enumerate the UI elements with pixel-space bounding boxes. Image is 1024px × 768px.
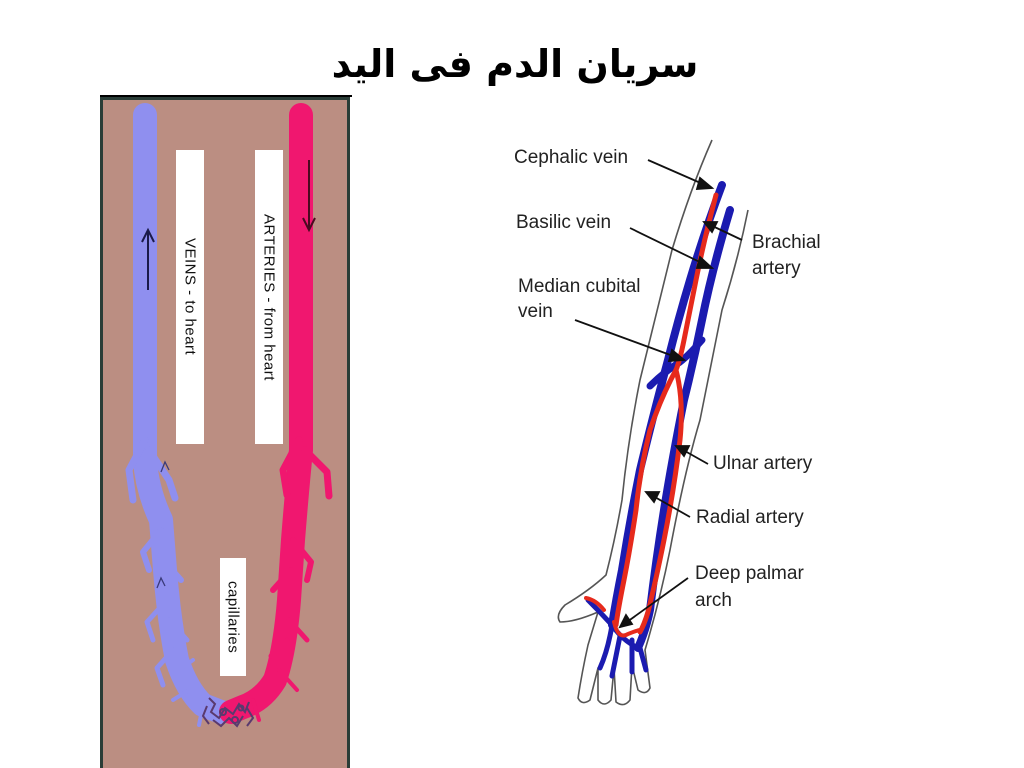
artery-flow-arrow-down xyxy=(302,160,316,233)
label-cephalic-vein: Cephalic vein xyxy=(514,147,629,168)
circulation-schematic-drawing xyxy=(125,103,333,728)
capillaries-label: capillaries xyxy=(224,580,242,654)
leader-deep-palmar-arch xyxy=(619,577,689,628)
vein-vessels xyxy=(125,103,233,727)
label-ulnar-artery: Ulnar artery xyxy=(713,453,813,474)
vein-flow-arrow-up xyxy=(141,227,155,290)
artery-vessels xyxy=(219,103,333,724)
arteries-label: ARTERIES - from heart xyxy=(260,213,278,381)
small-vein-flow-arrows xyxy=(156,460,170,589)
ulnar-artery-path xyxy=(637,367,684,635)
arm-outline xyxy=(557,139,749,706)
capillary-network xyxy=(201,697,255,728)
capillaries-label-box: capillaries xyxy=(220,558,246,676)
slide-title: سريان الدم فى اليد xyxy=(331,42,699,86)
veins-label: VEINS - to heart xyxy=(181,238,199,356)
label-deep-palmar-arch-line2: arch xyxy=(695,590,732,611)
label-radial-artery: Radial artery xyxy=(696,507,804,528)
cephalic-vein-path xyxy=(608,181,726,629)
label-brachial-artery-line1: Brachial xyxy=(752,232,821,253)
veins-label-box: VEINS - to heart xyxy=(176,150,204,444)
leader-median-cubital-vein xyxy=(574,319,685,361)
arteries-label-box: ARTERIES - from heart xyxy=(255,150,283,444)
circulation-schematic: VEINS - to heart ARTERIES - from heart c… xyxy=(100,97,350,768)
label-median-cubital-vein-line1: Median cubital xyxy=(518,276,641,297)
label-median-cubital-vein-line2: vein xyxy=(518,301,553,322)
hand-vein-branches xyxy=(585,597,649,679)
label-basilic-vein: Basilic vein xyxy=(516,212,612,233)
callout-leaders xyxy=(574,159,743,629)
title-underline xyxy=(100,95,352,97)
deep-palmar-arch-path xyxy=(584,596,642,638)
label-brachial-artery-line2: artery xyxy=(752,258,801,279)
radial-artery-path xyxy=(613,367,679,628)
label-deep-palmar-arch-line1: Deep palmar xyxy=(695,563,804,584)
